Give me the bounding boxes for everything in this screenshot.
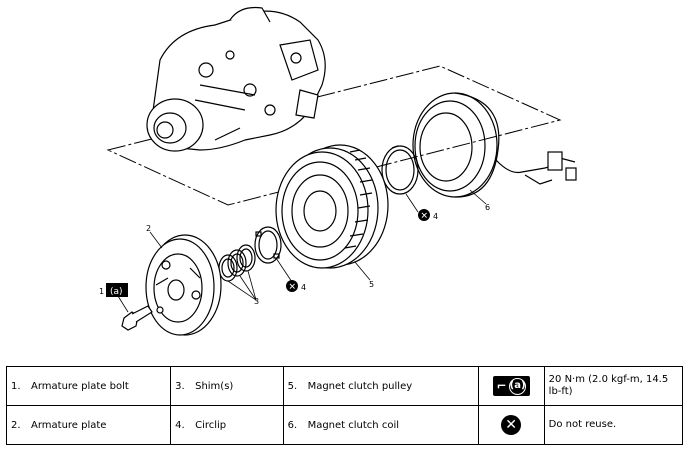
noreuse-icon: ✕	[501, 415, 522, 435]
wrench-icon: ⌐	[496, 379, 507, 393]
magnet-clutch-pulley	[275, 144, 389, 269]
legend-label: Magnet clutch pulley	[307, 380, 413, 392]
noreuse-icon-upper	[418, 209, 430, 221]
callout-4-lower: 4	[301, 283, 306, 292]
legend-label: Armature plate	[31, 419, 107, 431]
legend-number: 6.	[287, 419, 298, 431]
legend-label: Circlip	[195, 419, 227, 431]
legend-number: 4.	[175, 419, 185, 431]
legend-row: 1. Armature plate bolt 3. Shim(s) 5. Magnet…	[5, 366, 684, 406]
circlip-upper	[381, 145, 419, 195]
torque-badge-label: (a)	[508, 377, 526, 395]
legend-cell: 4. Circlip	[170, 405, 284, 445]
torque-spec: 20 N·m (2.0 kgf-m, 14.5 lb-ft)	[543, 366, 684, 406]
legend-number: 3.	[175, 380, 185, 392]
legend-label: Shim(s)	[195, 380, 234, 392]
legend-cell: 3. Shim(s)	[170, 366, 284, 406]
exploded-view-diagram: 2 1 (a) 3 ✕ 4 ✕ 4 5 6	[99, 6, 577, 336]
callout-2: 2	[146, 224, 151, 233]
callout-3: 3	[254, 297, 259, 306]
torque-icon-diagram	[106, 283, 128, 297]
callout-4-upper: 4	[433, 212, 438, 221]
armature-plate	[145, 234, 222, 336]
parts-legend-table: 1. Armature plate bolt 3. Shim(s) 5. Magnet…	[5, 366, 684, 445]
legend-cell: 6. Magnet clutch coil	[282, 405, 479, 445]
noreuse-mark-lower: ✕	[289, 283, 297, 293]
torque-symbol-cell: ⌐(a)	[477, 366, 545, 406]
torque-icon: ⌐(a)	[492, 376, 530, 396]
noreuse-mark-upper: ✕	[421, 212, 429, 222]
circlip-lower	[254, 226, 282, 264]
shims	[218, 244, 256, 282]
legend-number: 5.	[287, 380, 298, 392]
callout-1: 1	[99, 287, 104, 296]
legend-row: 2. Armature plate 4. Circlip 6. Magnet clut…	[5, 405, 684, 445]
legend-label: Armature plate bolt	[31, 380, 129, 392]
noreuse-symbol-cell: ✕	[477, 405, 545, 445]
legend-cell: 1. Armature plate bolt	[5, 366, 172, 406]
legend-number: 2.	[11, 419, 21, 431]
magnet-clutch-coil	[412, 92, 577, 198]
compressor-body	[146, 6, 326, 152]
callout-5: 5	[369, 280, 374, 289]
armature-plate-bolt	[121, 305, 153, 331]
legend-label: Magnet clutch coil	[307, 419, 399, 431]
noreuse-text: Do not reuse.	[543, 405, 684, 445]
legend-number: 1.	[11, 380, 21, 392]
assembly-plane	[106, 65, 562, 206]
callout-6: 6	[485, 203, 490, 212]
noreuse-icon-lower	[286, 280, 298, 292]
legend-cell: 5. Magnet clutch pulley	[282, 366, 479, 406]
legend-cell: 2. Armature plate	[5, 405, 172, 445]
leader-lines	[117, 189, 487, 313]
callout-1-badge: (a)	[110, 287, 123, 297]
